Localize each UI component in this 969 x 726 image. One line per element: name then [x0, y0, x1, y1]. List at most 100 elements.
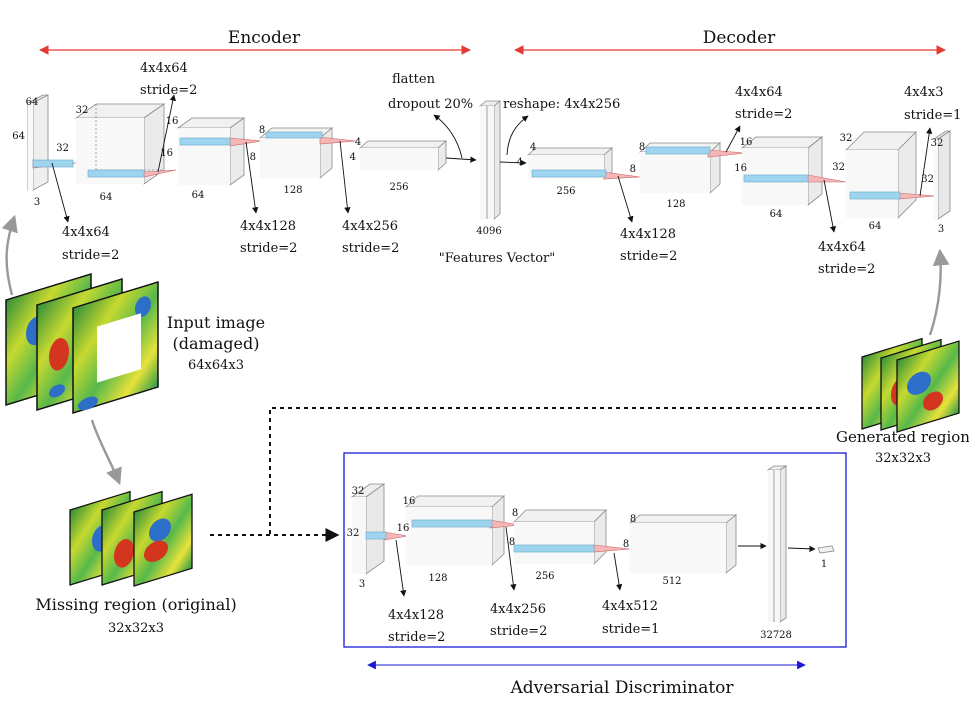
enc-in-h: 64 [26, 97, 39, 108]
encoder-conv4-block [358, 140, 448, 171]
dec-d0-c: 256 [556, 186, 575, 197]
decoder-filter-1 [531, 169, 641, 180]
disc-vec-size: 32728 [760, 630, 792, 641]
disc-c1-h: 16 [403, 496, 416, 507]
dec-k3-pointer [823, 179, 837, 233]
dec-d2-c: 64 [770, 209, 783, 220]
enc-in-c: 3 [34, 197, 40, 208]
input-image-subtitle: (damaged) [173, 334, 260, 353]
flatten-label: flatten [392, 72, 436, 87]
enc-c1-w: 32 [56, 143, 69, 154]
encoder-filter-2 [87, 169, 177, 178]
dec-k4-stride: stride=1 [904, 108, 961, 123]
enc-k2-size: 4x4x64 [140, 61, 188, 76]
dec-k4-size: 4x4x3 [904, 85, 943, 100]
input-to-missing-arrow [90, 419, 122, 486]
disc-output-block [817, 545, 835, 554]
dec-d1-h: 8 [639, 142, 645, 153]
dec-k1-size: 4x4x128 [620, 227, 676, 242]
discriminator-frame [343, 452, 847, 648]
disc-out-size: 1 [821, 559, 827, 570]
enc-k3-size: 4x4x128 [240, 219, 296, 234]
encoder-filter-4 [265, 131, 357, 145]
dec-d2-h: 16 [740, 137, 753, 148]
disc-input-block [350, 483, 386, 575]
dec-k4-pointer [919, 127, 933, 197]
input-image-size: 64x64x3 [188, 358, 244, 373]
input-image-stack [5, 273, 159, 414]
enc-k2-pointer [157, 94, 176, 173]
disc-conv3-block [628, 514, 738, 574]
enc-c2-c: 64 [192, 190, 205, 201]
missing-region-stack [69, 490, 193, 587]
dec-k2-stride: stride=2 [735, 107, 792, 122]
dropout-label: dropout 20% [388, 97, 473, 112]
enc-k1-size: 4x4x64 [62, 225, 110, 240]
dec-out-h: 32 [931, 138, 944, 149]
to-features-arrow [445, 156, 477, 163]
disc-k2-pointer [505, 526, 517, 591]
disc-c2-c: 256 [535, 571, 554, 582]
disc-k1-pointer [395, 539, 407, 597]
missing-region-size: 32x32x3 [108, 621, 164, 636]
dec-k1-stride: stride=2 [620, 249, 677, 264]
disc-filter-2 [411, 519, 521, 529]
disc-filter-3 [513, 544, 631, 553]
enc-k2-stride: stride=2 [140, 83, 197, 98]
enc-c1-h: 32 [76, 105, 89, 116]
enc-k4-size: 4x4x256 [342, 219, 398, 234]
disc-c1-c: 128 [428, 573, 447, 584]
enc-k4-stride: stride=2 [342, 241, 399, 256]
encoder-input-block [27, 94, 49, 191]
enc-c3-w: 8 [250, 152, 256, 163]
encoder-conv2-block [176, 117, 246, 186]
decoder-filter-2 [645, 146, 747, 158]
enc-k1-pointer [51, 162, 70, 223]
enc-c3-c: 128 [283, 185, 302, 196]
enc-c4-w: 4 [350, 152, 356, 163]
decoder-d3-block [845, 131, 917, 219]
discriminator-title: Adversarial Discriminator [509, 678, 734, 698]
disc-conv2-block [513, 509, 607, 565]
generated-to-discriminator-connector [269, 407, 836, 535]
reshape-label: reshape: 4x4x256 [503, 97, 620, 112]
disc-i-c: 3 [359, 579, 365, 590]
enc-c2-h: 16 [166, 116, 179, 127]
disc-k3-stride: stride=1 [602, 622, 659, 637]
disc-c3-c: 512 [662, 576, 681, 587]
dec-k2-pointer [725, 125, 741, 153]
dec-k2-size: 4x4x64 [735, 85, 783, 100]
decoder-filter-3 [743, 174, 847, 183]
missing-region-title: Missing region (original) [35, 595, 236, 614]
decoder-title: Decoder [703, 28, 776, 48]
enc-c1-c: 64 [100, 192, 113, 203]
enc-c3-h: 8 [259, 125, 265, 136]
decoder-d2-block [740, 136, 824, 206]
enc-c4-c: 256 [389, 182, 408, 193]
encoder-filter-3 [179, 137, 263, 147]
dec-d2-w: 16 [734, 163, 747, 174]
decoder-filter-4 [849, 191, 937, 200]
features-size: 4096 [476, 226, 501, 237]
disc-to-output-arrow [787, 545, 816, 552]
dec-d0-h: 4 [530, 142, 536, 153]
dec-d3-w: 32 [832, 162, 845, 173]
dec-d1-c: 128 [666, 199, 685, 210]
disc-c3-h-top: 8 [630, 514, 636, 525]
features-label: "Features Vector" [439, 251, 555, 266]
disc-k2-stride: stride=2 [490, 624, 547, 639]
enc-k1-stride: stride=2 [62, 248, 119, 263]
generated-region-stack [861, 337, 960, 433]
features-vector-block [478, 100, 502, 220]
to-decoder-arrow [499, 159, 527, 166]
dec-k3-stride: stride=2 [818, 262, 875, 277]
disc-k2-size: 4x4x256 [490, 602, 546, 617]
dec-k3-size: 4x4x64 [818, 240, 866, 255]
disc-k3-size: 4x4x512 [602, 599, 658, 614]
disc-i-w: 32 [347, 528, 360, 539]
disc-k1-stride: stride=2 [388, 630, 445, 645]
generated-region-size: 32x32x3 [875, 451, 931, 466]
enc-k3-stride: stride=2 [240, 241, 297, 256]
disc-c1-w: 16 [397, 523, 410, 534]
dropout-pointer [433, 114, 463, 159]
